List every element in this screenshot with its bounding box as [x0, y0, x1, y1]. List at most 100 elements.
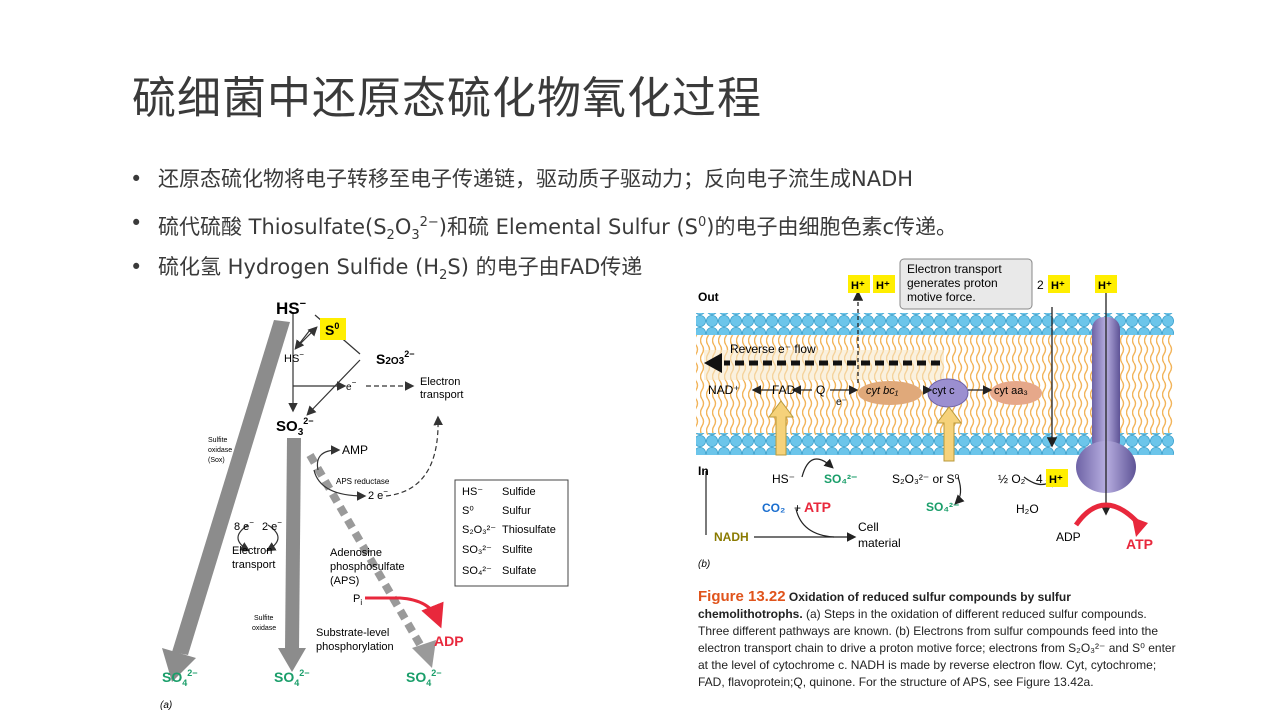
bullet-dot: •: [130, 167, 143, 191]
sox-label-2: oxidase: [208, 447, 232, 454]
h-plus-highlight: [848, 275, 870, 293]
legend-name: Sulfur: [502, 505, 531, 517]
sulfate-label-1: SO42−: [162, 668, 198, 688]
aps-label-2: phosphosulfate: [330, 561, 405, 573]
bullet-item: • 硫化氢 Hydrogen Sulfide (H2S) 的电子由FAD传递: [130, 250, 957, 294]
legend-formula: SO₃²⁻: [462, 544, 492, 556]
cyt-c-input-arrow: [936, 406, 962, 462]
cell-material-2: material: [858, 536, 901, 550]
two-label: 2: [1037, 278, 1044, 292]
sulfite-oxidase-label-2: oxidase: [252, 625, 276, 632]
bullet-list: • 还原态硫化物将电子转移至电子传递链，驱动质子驱动力；反向电子流生成NADH …: [130, 162, 957, 294]
sox-label-1: Sulfite: [208, 437, 228, 444]
two-e-label: 2 e−: [368, 487, 388, 502]
callout-line-2: generates proton: [907, 276, 998, 290]
figure-a-pathway-diagram: HS− S0 HS− S2O32− e− Electron transport …: [160, 298, 569, 711]
cyt-bc1-blob: [858, 381, 922, 405]
sulfate-label-3: SO42−: [406, 668, 442, 688]
plus-label: +: [794, 501, 801, 515]
thiosulfate-label: S2O32−: [376, 349, 415, 367]
nad-label: NAD⁺: [708, 383, 740, 397]
figure-caption: Figure 13.22 Oxidation of reduced sulfur…: [698, 588, 1176, 691]
eight-e-label: 8 e−: [234, 518, 254, 533]
aps-label-1: Adenosine: [330, 547, 382, 559]
atp-label-2: ATP: [1126, 536, 1153, 552]
legend-formula: HS⁻: [462, 486, 483, 498]
cyt-bc1-label: cyt bc₁: [866, 385, 899, 397]
hs-small-label: HS−: [284, 350, 304, 365]
so4-label-2: SO₄²⁻: [926, 500, 959, 514]
so4-label-1: SO₄²⁻: [824, 472, 857, 486]
e-minus-label: e⁻: [836, 397, 847, 408]
four-label: 4: [1036, 472, 1043, 486]
electron-transport-top-2: transport: [420, 389, 463, 401]
hs-label: HS⁻: [772, 472, 795, 486]
cyt-c-label: cyt c: [932, 385, 955, 397]
legend-box: [454, 479, 569, 587]
bullet-text: 硫代硫酸 Thiosulfate(S2O32−)和硫 Elemental Sul…: [158, 215, 958, 244]
half-o2-label: ½ O₂: [998, 472, 1026, 486]
two-e-b-label: 2 e−: [262, 518, 282, 533]
cyt-aa3-label: cyt aa₃: [994, 385, 1028, 397]
substrate-level-label-1: Substrate-level: [316, 627, 389, 639]
q-label: Q: [816, 383, 825, 397]
atp-label-1: ATP: [804, 499, 831, 515]
fad-input-arrow: [768, 400, 794, 456]
e-minus-label: e−: [346, 378, 357, 393]
nadh-label: NADH: [714, 530, 749, 544]
h2o-label: H₂O: [1016, 502, 1039, 516]
callout-line-3: motive force.: [907, 290, 976, 304]
figure-b-membrane-diagram: Out In H⁺ H⁺ Electron transport generate…: [696, 258, 1174, 570]
amp-label: AMP: [342, 443, 368, 457]
sulfite-label: SO32−: [276, 416, 314, 438]
cell-material-1: Cell: [858, 520, 879, 534]
h-plus-highlight: [873, 275, 895, 293]
s2o3-or-s0-label: S₂O₃²⁻ or S⁰: [892, 472, 960, 486]
sulfite-oxidase-arrow: [285, 438, 301, 650]
electron-transport-left-2: transport: [232, 559, 275, 571]
bullet-item: • 硫代硫酸 Thiosulfate(S2O32−)和硫 Elemental S…: [130, 206, 957, 250]
bullet-dot: •: [130, 255, 143, 279]
legend-rows: HS⁻ Sulfide S⁰ Sulfur S₂O₃²⁻ Thiosulfate…: [462, 486, 556, 577]
sulfite-oxidase-label-1: Sulfite: [254, 615, 274, 622]
bullet-text: 硫化氢 Hydrogen Sulfide (H2S) 的电子由FAD传递: [158, 255, 643, 284]
legend-formula: SO₄²⁻: [462, 565, 492, 577]
caption-body: (a) Steps in the oxidation of different …: [698, 607, 1176, 689]
caption-label: Figure 13.22: [698, 588, 786, 605]
sulfate-label-2: SO42−: [274, 668, 310, 688]
h-plus-2: H⁺: [876, 280, 890, 292]
in-label: In: [698, 464, 709, 478]
h-plus-4: H⁺: [1098, 280, 1112, 292]
h-plus-3: H⁺: [1051, 280, 1065, 292]
electron-transport-top-1: Electron: [420, 376, 460, 388]
legend-name: Sulfide: [502, 486, 536, 498]
s0-label: S0: [325, 321, 339, 338]
sox-pathway-arrow: [172, 320, 290, 655]
adp-label: ADP: [434, 633, 464, 649]
co2-label: CO₂: [762, 501, 785, 515]
legend-name: Thiosulfate: [502, 524, 556, 536]
electron-transport-left-1: Electron: [232, 545, 272, 557]
s0-highlight: [320, 318, 346, 340]
callout-line-1: Electron transport: [907, 262, 1002, 276]
hs-top-label: HS−: [276, 298, 306, 318]
fad-label: FAD: [772, 383, 796, 397]
reverse-flow-label: Reverse e⁻ flow: [730, 342, 816, 356]
substrate-level-label-2: phosphorylation: [316, 641, 394, 653]
h-plus-highlight: [1095, 275, 1117, 293]
legend-name: Sulfite: [502, 544, 533, 556]
aps-label-3: (APS): [330, 575, 359, 587]
callout-box: [899, 258, 1033, 310]
aps-arrowhead: [412, 640, 436, 668]
h-plus-1: H⁺: [851, 280, 865, 292]
panel-a-label: (a): [160, 700, 172, 711]
legend-name: Sulfate: [502, 565, 536, 577]
sulfite-oxidase-arrowhead: [278, 648, 306, 672]
panel-b-label: (b): [698, 559, 710, 570]
h-plus-5: H⁺: [1049, 474, 1063, 486]
slide-title: 硫细菌中还原态硫化物氧化过程: [132, 73, 762, 124]
aps-reductase-label: APS reductase: [336, 477, 390, 486]
bullet-item: • 还原态硫化物将电子转移至电子传递链，驱动质子驱动力；反向电子流生成NADH: [130, 162, 957, 206]
bullet-text: 还原态硫化物将电子转移至电子传递链，驱动质子驱动力；反向电子流生成NADH: [158, 167, 914, 191]
caption-title: Oxidation of reduced sulfur compounds by…: [698, 590, 1071, 621]
